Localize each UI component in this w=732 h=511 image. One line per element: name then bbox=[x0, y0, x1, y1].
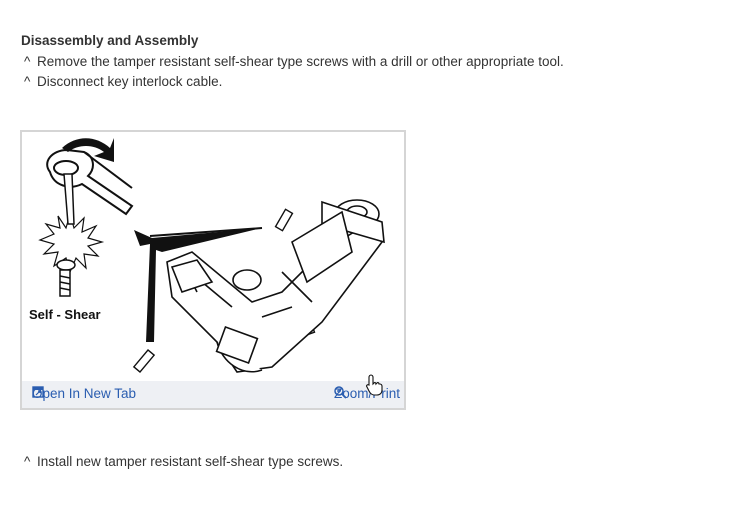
step-text: Install new tamper resistant self-shear … bbox=[37, 454, 344, 469]
step-text: Remove the tamper resistant self-shear t… bbox=[37, 54, 564, 69]
step-item: ^ Remove the tamper resistant self-shear … bbox=[24, 54, 564, 69]
zoom-icon bbox=[334, 386, 347, 399]
step-item: ^ Disconnect key interlock cable. bbox=[24, 74, 222, 89]
step-text: Disconnect key interlock cable. bbox=[37, 74, 223, 89]
open-in-new-tab-label: Open In New Tab bbox=[32, 386, 137, 401]
section-heading: Disassembly and Assembly bbox=[21, 33, 199, 48]
step-marker: ^ bbox=[24, 54, 31, 69]
figure-container: Self - Shear Open In New Tab Zoom/Print bbox=[20, 130, 406, 410]
ignition-switch-illustration bbox=[38, 138, 385, 373]
self-shear-label: Self - Shear bbox=[29, 307, 101, 322]
open-new-tab-icon bbox=[32, 386, 44, 398]
step-marker: ^ bbox=[24, 74, 31, 89]
zoom-print-label: Zoom/Print bbox=[333, 386, 400, 401]
step-item: ^ Install new tamper resistant self-shear… bbox=[24, 454, 343, 469]
zoom-print-link[interactable]: Zoom/Print bbox=[334, 386, 400, 401]
step-marker: ^ bbox=[24, 454, 31, 469]
figure-footer: Open In New Tab Zoom/Print bbox=[22, 381, 404, 408]
hand-pointer-icon bbox=[366, 374, 383, 396]
open-in-new-tab-link[interactable]: Open In New Tab bbox=[32, 386, 136, 401]
